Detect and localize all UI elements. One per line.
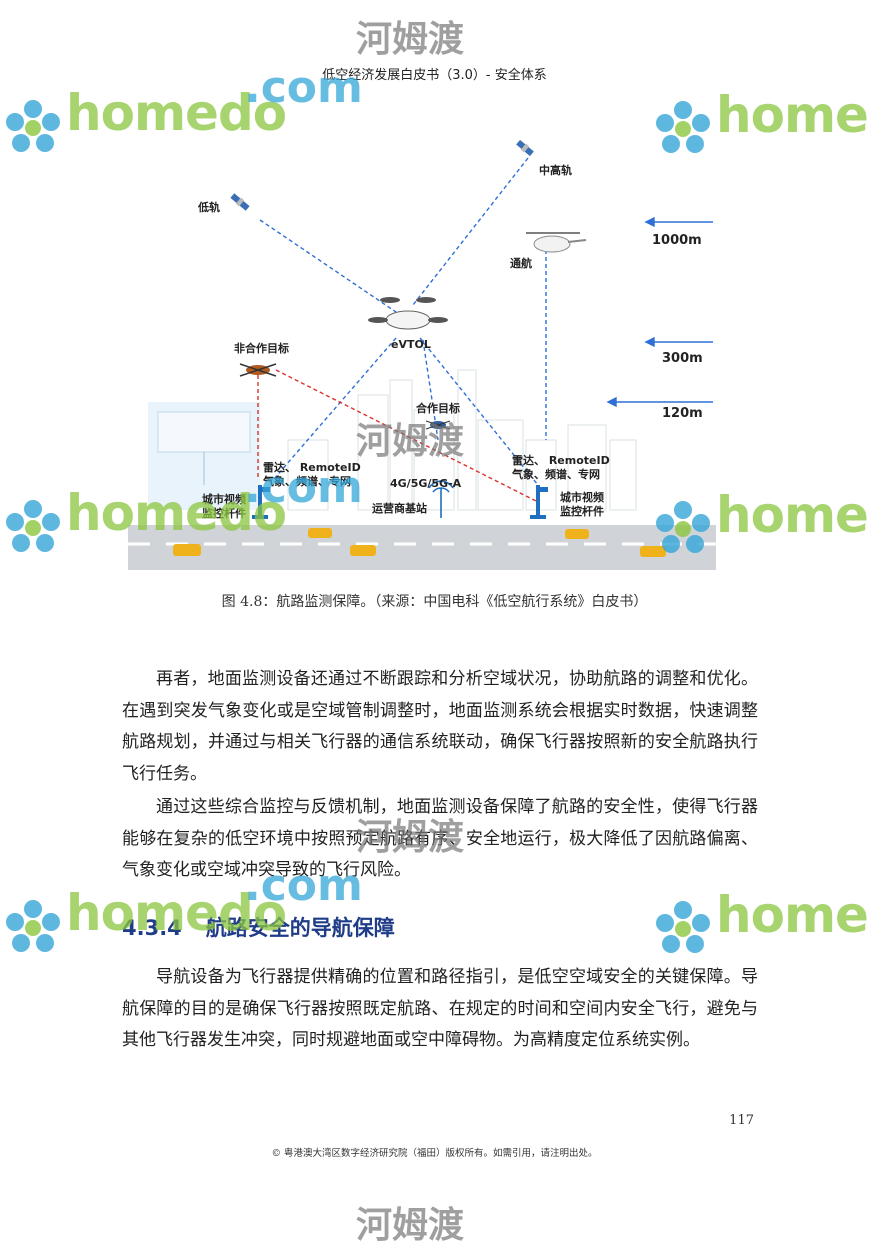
label-sensor-right: 雷达、 RemoteID [512,453,610,467]
low-orbit-satellite-icon [230,193,250,211]
paragraph-2: 通过这些综合监控与反馈机制，地面监测设备保障了航路的安全性，使得飞行器能够在复杂… [122,797,758,880]
road [128,525,716,570]
label-general-aviation: 通航 [510,256,532,270]
watermark-flower-icon [656,901,710,953]
city-skyline [287,369,637,511]
watermark-flower-icon [656,501,710,553]
label-pole-right-2: 监控杆件 [560,504,604,518]
car-icons [173,528,666,557]
label-alt-120: 120m [662,406,703,421]
watermark-flower-icon [6,500,60,552]
satellite-links [259,157,547,486]
label-non-cooperative: 非合作目标 [234,341,289,355]
label-pole-right-1: 城市视频 [560,490,604,504]
label-mid-high-orbit: 中高轨 [539,163,572,177]
watermark-flower-icon [6,100,60,152]
non-cooperative-drone-icon [239,363,277,377]
evtol-icon [368,297,448,330]
alert-links [257,369,539,503]
watermark-brand-short: homed [716,86,869,144]
figure-caption: 图 4.8：航路监测保障。（来源：中国电科《低空航行系统》白皮书） [221,594,648,610]
label-network: 4G/5G/5G-A [390,477,462,490]
watermark-flower-icon [6,900,60,952]
watermark-cn: 河姆渡 [356,19,465,60]
watermark-brand: homedo [66,84,287,142]
label-cooperative: 合作目标 [416,401,460,415]
label-sensor-right-2: 气象、频谱、专网 [511,467,600,481]
watermark-cn: 河姆渡 [356,1205,465,1246]
label-evtol: eVTOL [391,338,431,351]
label-base-station: 运营商基站 [372,501,427,515]
label-pole-left-2: 监控杆件 [202,506,246,520]
label-alt-1000: 1000m [652,233,702,248]
copyright-footer: © 粤港澳大湾区数字经济研究院（福田）版权所有。如需引用，请注明出处。 [271,1148,598,1159]
label-sensor-left: 雷达、 RemoteID [263,460,361,474]
pole-left-icon [252,485,270,519]
route-monitoring-diagram: 低轨 中高轨 通航 eVTOL 非合作目标 合作目标 1000m 300m 12… [128,140,716,570]
cooperative-drone-icon [425,420,451,430]
monitor-panel [148,402,260,510]
paragraph-3: 导航设备为飞行器提供精确的位置和路径指引，是低空空域安全的关键保障。导航保障的目… [122,967,758,1050]
section-number: 4.3.4 [122,916,182,940]
watermark-brand-short: homed [716,486,869,544]
paragraph-1: 再者，地面监测设备还通过不断跟踪和分析空域状况，协助航路的调整和优化。在遇到突发… [122,669,758,784]
helicopter-icon [526,232,587,253]
label-sensor-left-2: 气象、频谱、专网 [262,474,351,488]
label-low-orbit: 低轨 [197,200,220,214]
mid-orbit-satellite-icon [516,140,534,157]
pole-right-icon [530,485,548,519]
watermark-flower-icon [656,101,710,153]
label-alt-300: 300m [662,351,703,366]
watermark-brand-short: homed [716,886,869,944]
label-pole-left-1: 城市视频 [202,492,246,506]
section-heading: 4.3.4 航路安全的导航保障 [122,912,395,942]
page-number: 117 [729,1113,754,1128]
altitude-arrows [606,216,713,408]
section-title: 航路安全的导航保障 [205,916,395,940]
running-header: 低空经济发展白皮书（3.0）- 安全体系 [322,68,547,83]
base-station-icon [428,480,454,518]
